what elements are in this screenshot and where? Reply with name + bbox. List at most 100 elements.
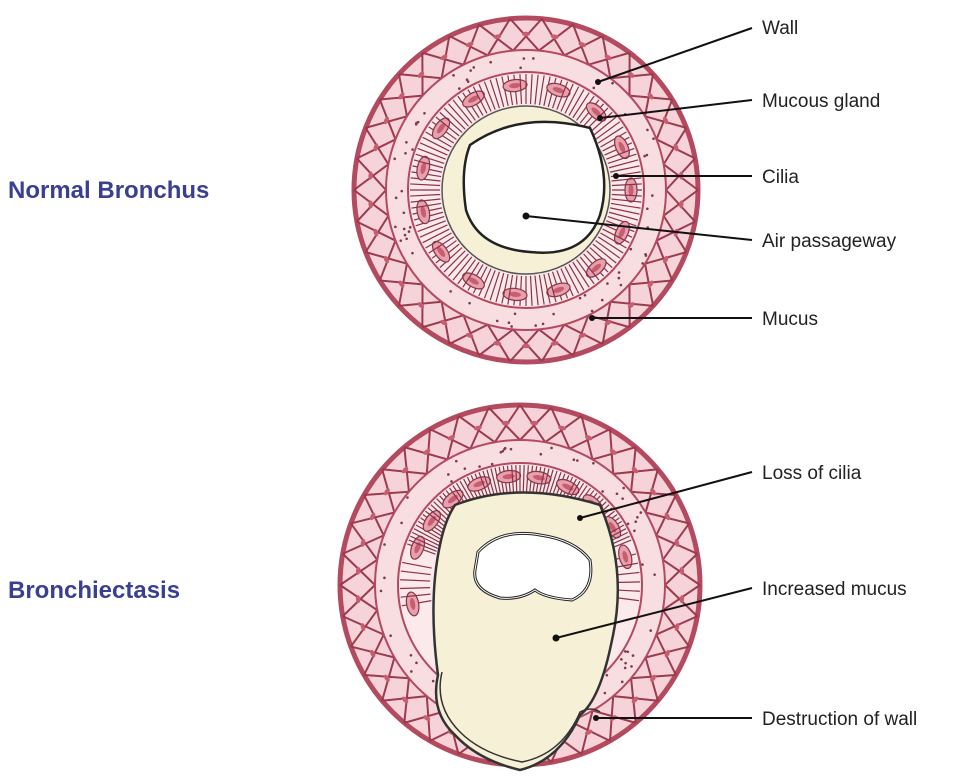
wall-dot — [415, 662, 418, 665]
wall-dot — [626, 650, 629, 653]
wall-dot — [649, 629, 652, 632]
wall-dot — [634, 520, 637, 523]
wall-dot — [532, 57, 535, 60]
normal-bronchus-cross-section — [354, 18, 698, 362]
label-mucus: Mucus — [762, 309, 818, 330]
wall-dot — [389, 634, 392, 637]
wall-dot — [464, 467, 467, 470]
wall-dot — [550, 447, 553, 450]
wall-dot — [404, 152, 407, 155]
wall-dot — [552, 313, 555, 316]
wall-dot — [500, 451, 503, 454]
wall-dot — [496, 320, 499, 323]
wall-dot — [415, 122, 418, 125]
wall-dot — [510, 448, 513, 451]
wall-dot — [601, 490, 604, 493]
wall-dot — [455, 460, 458, 463]
wall-dot — [630, 248, 633, 251]
wall-dot — [611, 82, 614, 85]
wall-dot — [400, 190, 403, 193]
wall-dot — [573, 458, 576, 461]
wall-dot — [411, 148, 414, 151]
wall-dot — [380, 590, 383, 593]
wall-dot — [601, 299, 604, 302]
normal-bronchus-title: Normal Bronchus — [8, 177, 209, 204]
wall-dot — [400, 522, 403, 525]
wall-dot — [534, 324, 537, 327]
label-cilia: Cilia — [762, 167, 799, 188]
wall-dot — [410, 670, 413, 673]
wall-dot — [411, 252, 414, 255]
wall-dot — [405, 237, 408, 240]
wall-dot — [403, 211, 406, 214]
wall-dot — [653, 573, 656, 576]
wall-dot — [447, 473, 450, 476]
wall-dot — [606, 282, 609, 285]
wall-dot — [491, 463, 494, 466]
callout-labels: Wall Mucous gland Cilia Air passageway M… — [762, 18, 917, 730]
wall-dot — [478, 465, 481, 468]
wall-dot — [399, 239, 402, 242]
wall-dot — [472, 66, 475, 69]
wall-dot — [410, 654, 413, 657]
wall-dot — [508, 321, 511, 324]
wall-dot — [393, 158, 396, 161]
wall-dot — [394, 226, 397, 229]
wall-dot — [489, 61, 492, 64]
wall-dot — [409, 226, 412, 229]
wall-dot — [621, 681, 624, 684]
wall-dot — [408, 230, 411, 233]
wall-dot — [404, 234, 407, 237]
wall-dot — [591, 310, 594, 313]
wall-dot — [423, 112, 426, 115]
wall-dot — [641, 563, 644, 566]
wall-dot — [636, 516, 639, 519]
wall-dot — [383, 577, 386, 580]
wall-dot — [449, 290, 452, 293]
wall-dot — [579, 297, 582, 300]
label-destruction-of-wall: Destruction of wall — [762, 709, 917, 730]
wall-dot — [523, 57, 526, 60]
wall-dot — [458, 87, 461, 90]
wall-dot — [630, 665, 633, 668]
wall-dot — [406, 496, 409, 499]
wall-dot — [466, 78, 469, 81]
wall-dot — [651, 194, 654, 197]
wall-dot — [452, 74, 455, 77]
wall-dot — [469, 69, 472, 72]
wall-dot — [621, 497, 624, 500]
label-mucous-gland: Mucous gland — [762, 91, 880, 112]
wall-dot — [504, 447, 507, 450]
wall-dot — [576, 459, 579, 462]
wall-dot — [616, 492, 619, 495]
gland-nucleus — [629, 184, 634, 196]
wall-dot — [622, 487, 625, 490]
wall-nucleus — [522, 344, 530, 348]
wall-dot — [643, 155, 646, 158]
wall-dot — [403, 228, 406, 231]
wall-dot — [618, 277, 621, 280]
label-increased-mucus: Increased mucus — [762, 579, 907, 600]
wall-dot — [618, 271, 621, 274]
wall-dot — [620, 284, 623, 287]
wall-dot — [606, 674, 609, 677]
bronchiectasis-title: Bronchiectasis — [8, 577, 180, 604]
wall-dot — [510, 325, 513, 328]
wall-dot — [624, 667, 627, 670]
wall-dot — [620, 658, 623, 661]
wall-dot — [645, 254, 648, 257]
wall-dot — [514, 312, 517, 315]
label-wall: Wall — [762, 18, 798, 39]
wall-dot — [592, 462, 595, 465]
label-air-passageway: Air passageway — [762, 231, 897, 252]
wall-dot — [519, 66, 522, 69]
wall-dot — [592, 87, 595, 90]
wall-dot — [395, 197, 398, 200]
wall-dot — [604, 692, 607, 695]
wall-dot — [640, 511, 643, 514]
wall-dot — [646, 129, 649, 132]
wall-dot — [624, 662, 627, 665]
wall-dot — [584, 294, 587, 297]
wall-dot — [633, 529, 636, 532]
